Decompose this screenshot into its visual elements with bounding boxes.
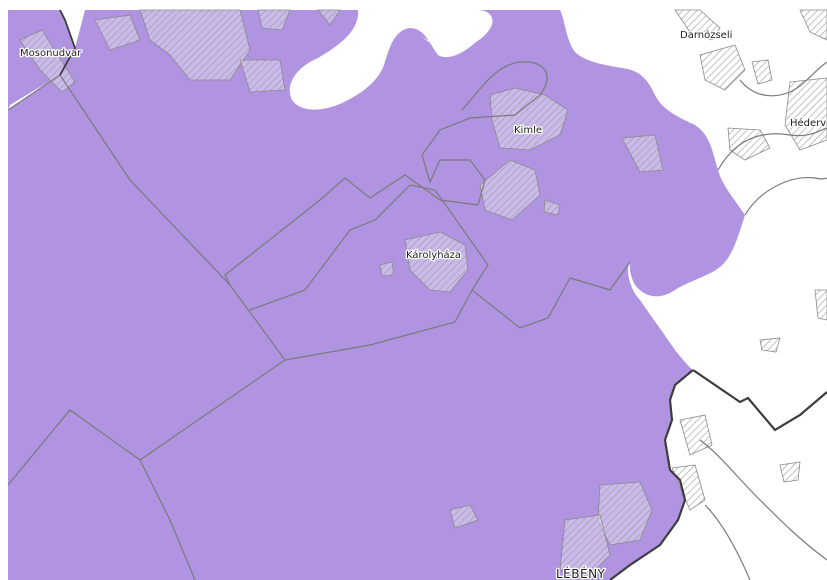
label-lebeny[interactable]: LÉBÉNY	[555, 565, 607, 580]
county-border-east	[692, 369, 827, 432]
label-kimle[interactable]: Kimle	[513, 124, 544, 138]
municipal-boundaries	[7, 61, 827, 580]
label-karolyhaza[interactable]: Károlyháza	[405, 248, 463, 263]
label-mosonudvar[interactable]: Mosonudvar	[19, 47, 84, 61]
label-darnozseli[interactable]: Darnózseli	[679, 28, 734, 43]
county-border	[609, 369, 694, 580]
highlighted-region[interactable]	[8, 10, 745, 580]
river-area	[420, 10, 493, 49]
county-border-north	[59, 9, 76, 76]
label-heder[interactable]: Héderv	[789, 116, 827, 131]
settlement-areas	[19, 9, 827, 576]
